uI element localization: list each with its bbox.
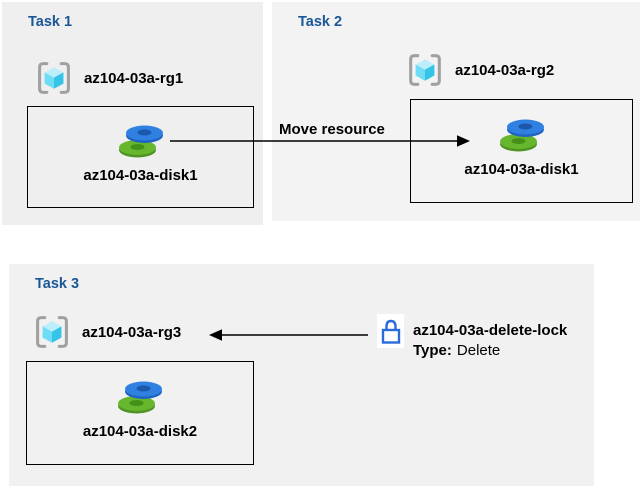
disk-icon: [499, 119, 544, 152]
task2-panel: Task 2: [272, 2, 640, 221]
task3-disk-label: az104-03a-disk2: [82, 423, 198, 440]
task1-panel: Task 1: [2, 2, 263, 225]
task3-title: Task 3: [35, 276, 80, 292]
move-resource-label: Move resource: [279, 121, 385, 138]
resource-group-icon: [35, 315, 69, 349]
task2-resource-group: az104-03a-rg2: [407, 53, 554, 87]
disk-icon: [118, 381, 162, 414]
task1-resource-group-label: az104-03a-rg1: [84, 69, 184, 87]
task2-disk-label: az104-03a-disk1: [464, 161, 579, 178]
delete-lock-name: az104-03a-delete-lock: [413, 322, 568, 339]
task1-title: Task 1: [28, 14, 73, 30]
delete-lock-annotation: az104-03a-delete-lock Type:Delete: [413, 321, 567, 361]
lock-icon: [381, 319, 400, 344]
resource-group-icon: [409, 54, 441, 86]
delete-lock-badge: [377, 314, 404, 348]
task1-disk-box: az104-03a-disk1: [27, 106, 254, 208]
delete-lock-type-value: Delete: [456, 342, 501, 359]
task3-disk-box: az104-03a-disk2: [26, 361, 254, 465]
task1-resource-group: az104-03a-rg1: [36, 60, 183, 96]
task1-disk-label: az104-03a-disk1: [83, 167, 198, 184]
task3-resource-group-label: az104-03a-rg3: [82, 323, 182, 341]
task2-title: Task 2: [298, 14, 343, 30]
disk-icon: [118, 125, 163, 158]
task2-resource-group-label: az104-03a-rg2: [455, 61, 555, 79]
delete-lock-type-label: Type:: [413, 342, 452, 359]
task3-panel: Task 3: [9, 264, 594, 486]
task2-disk-box: az104-03a-disk1: [410, 99, 633, 203]
resource-group-icon: [37, 61, 71, 95]
task3-resource-group: az104-03a-rg3: [34, 314, 181, 350]
delete-lock-type: Type:Delete: [413, 341, 567, 361]
